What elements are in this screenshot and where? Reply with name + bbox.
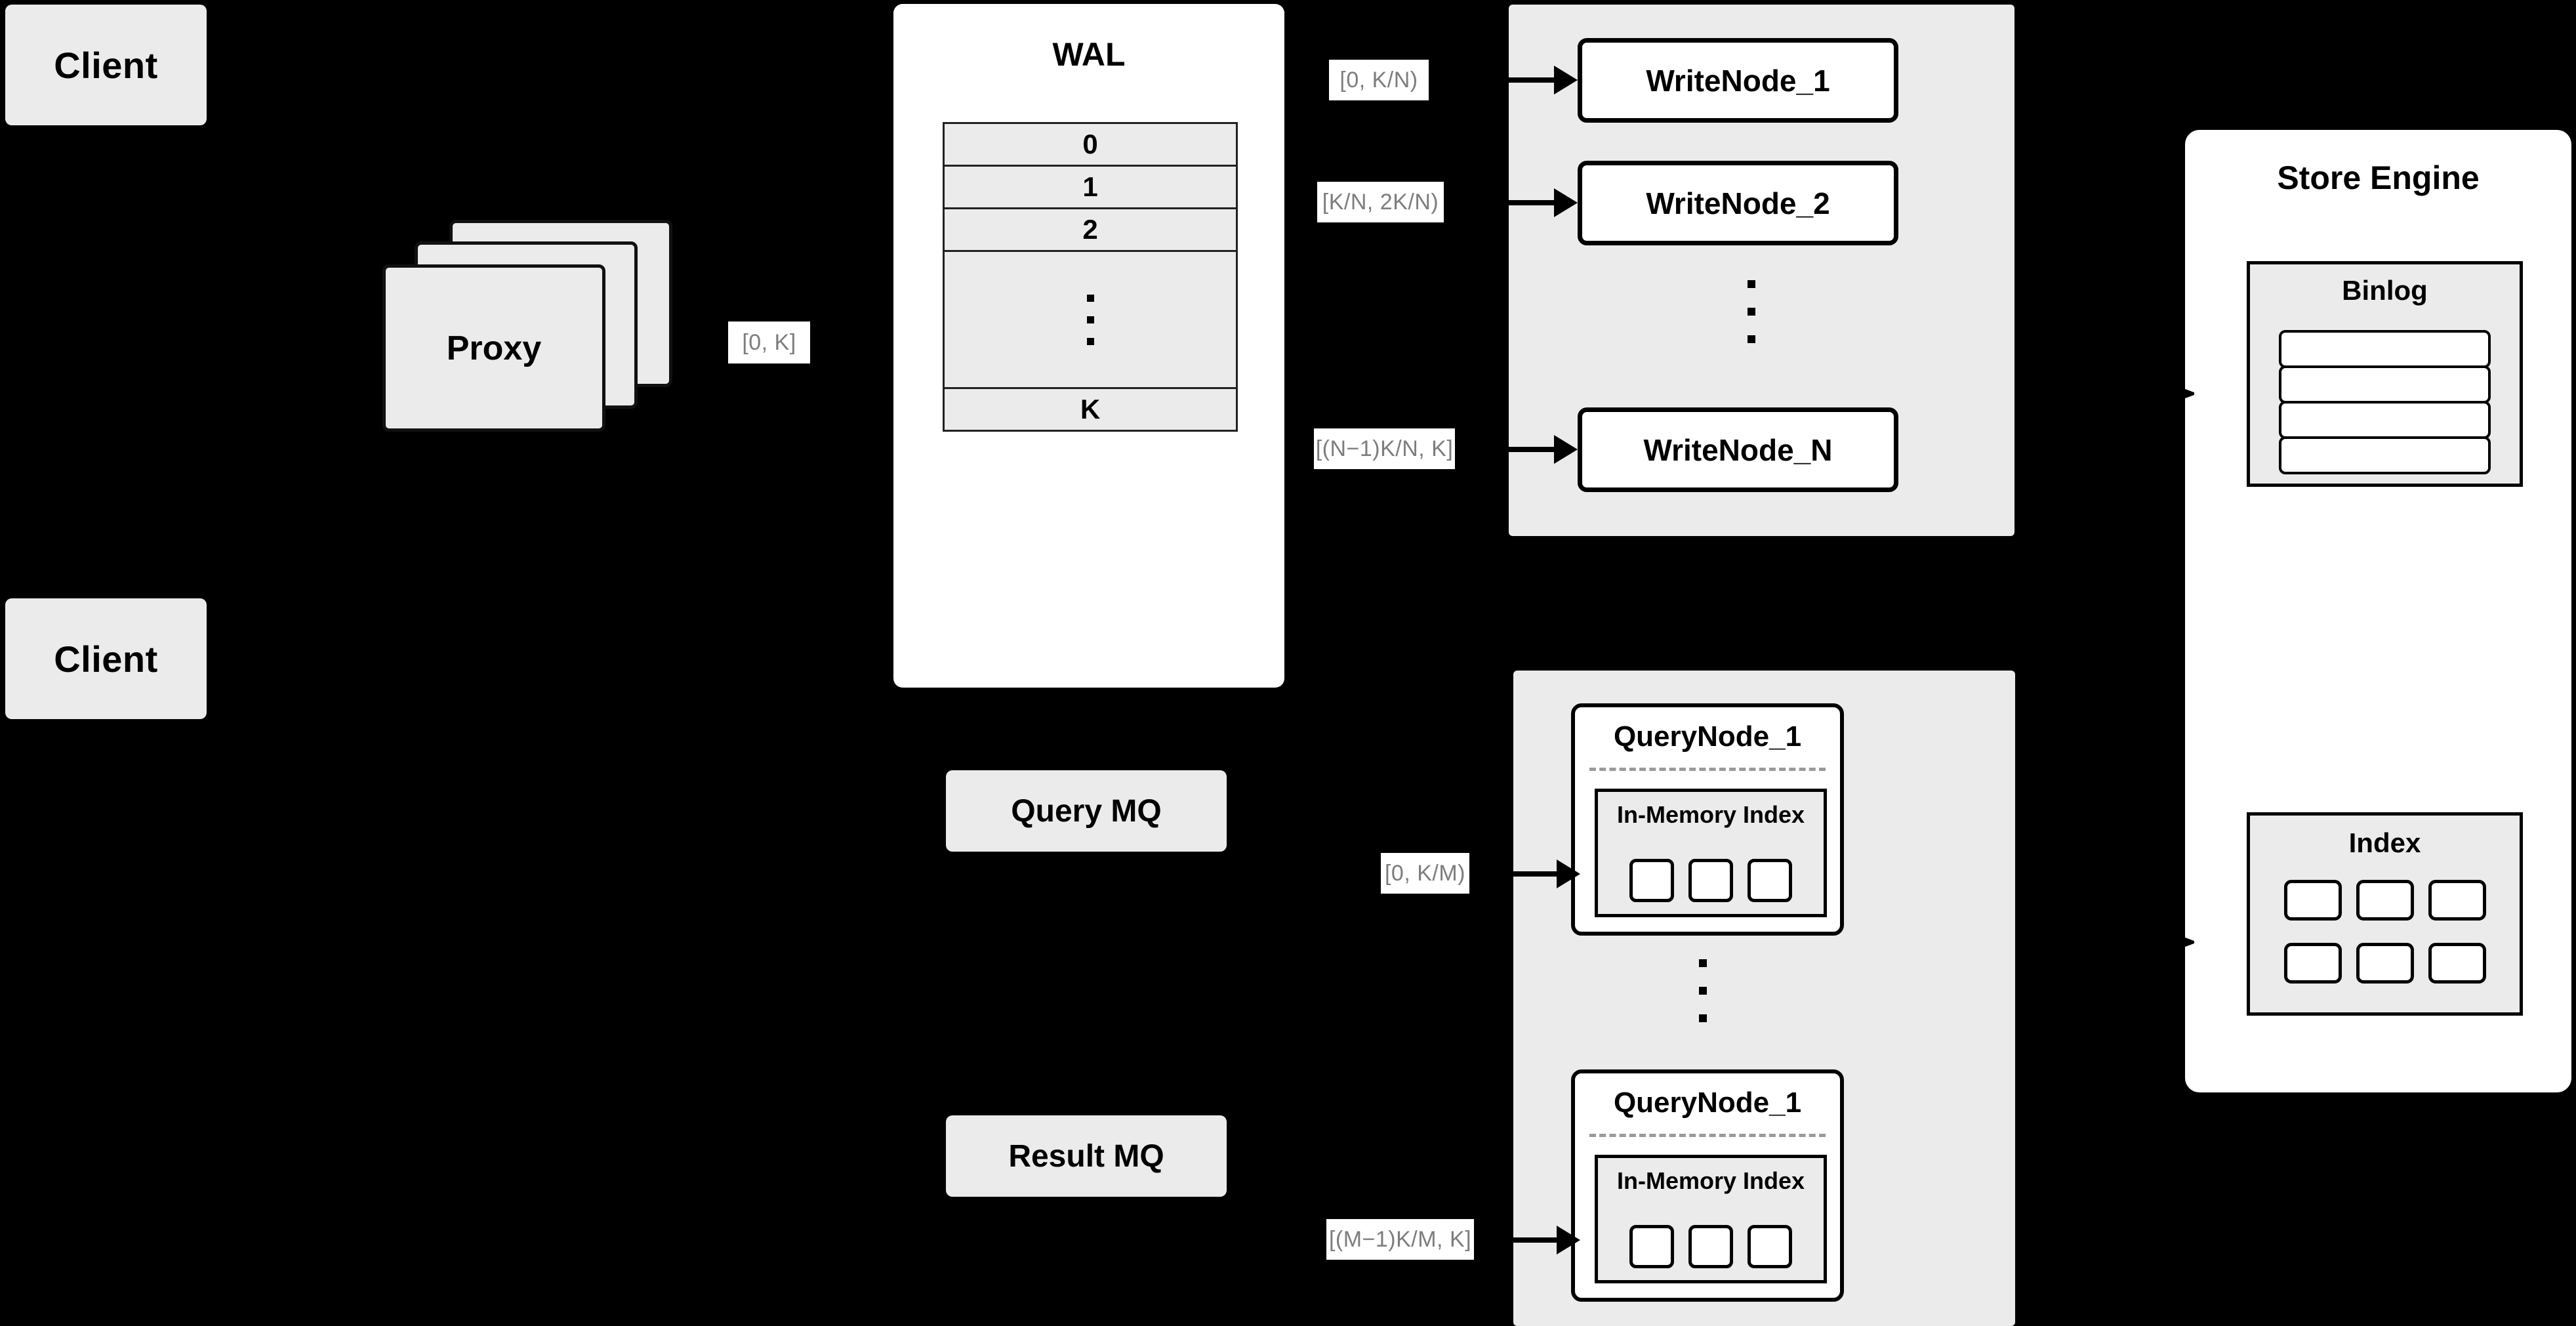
index-cell xyxy=(2356,880,2414,921)
ellipsis-dot xyxy=(1748,335,1755,343)
writenode-1-range-label: [0, K/N) xyxy=(1329,60,1429,100)
wal-row: K xyxy=(945,389,1236,432)
index-cell xyxy=(2428,880,2486,921)
querynode-cluster-group: QueryNode_1 In-Memory Index QueryNode_1 xyxy=(1513,671,2015,1326)
in-memory-index-cells xyxy=(1598,1225,1824,1268)
store-index-row xyxy=(2275,943,2495,984)
ellipsis-dot xyxy=(1086,337,1094,345)
binlog-row xyxy=(2279,365,2491,404)
wal-entry-table: 0 1 2 K xyxy=(943,122,1238,432)
arrow-head-icon xyxy=(1554,435,1578,464)
store-index-row xyxy=(2275,880,2495,921)
index-cell xyxy=(1748,1225,1792,1268)
in-memory-index-box: In-Memory Index xyxy=(1595,789,1827,917)
store-index-grid xyxy=(2275,880,2495,984)
arrow-to-binlog xyxy=(2125,379,2198,409)
ellipsis-dot xyxy=(1699,987,1707,995)
binlog-row xyxy=(2279,401,2491,439)
arrow-to-writenode-2 xyxy=(1448,200,1561,205)
index-cell xyxy=(1748,859,1792,902)
querynode-2-title: QueryNode_1 xyxy=(1613,1087,1802,1119)
arrow-to-querynode-1 xyxy=(1471,871,1563,877)
in-memory-index-title: In-Memory Index xyxy=(1616,801,1805,828)
index-cell xyxy=(1688,859,1733,902)
ellipsis-dot xyxy=(1748,280,1755,288)
arrow-to-writenode-n xyxy=(1458,447,1561,452)
ellipsis-dot xyxy=(1699,959,1707,967)
querynode-divider xyxy=(1589,1134,1826,1137)
binlog-box: Binlog xyxy=(2247,261,2523,487)
querynode-ellipsis xyxy=(1699,959,1707,1022)
binlog-row xyxy=(2279,330,2491,368)
store-engine-title: Store Engine xyxy=(2277,159,2480,196)
wal-container: WAL 0 1 2 K xyxy=(893,4,1284,688)
writenode-1-box[interactable]: WriteNode_1 xyxy=(1578,38,1898,123)
ellipsis-dot xyxy=(1086,316,1094,323)
wal-title: WAL xyxy=(1052,36,1126,73)
client-box-bottom[interactable]: Client xyxy=(5,598,207,719)
store-engine-container: Store Engine Binlog Index xyxy=(2185,130,2571,1092)
proxy-label: Proxy xyxy=(446,329,542,367)
arrow-to-querynode-2 xyxy=(1476,1237,1563,1243)
querynode-1-range-label: [0, K/M) xyxy=(1381,853,1469,894)
writenode-ellipsis xyxy=(1748,280,1755,343)
ellipsis-dot xyxy=(1748,308,1755,316)
binlog-row xyxy=(2279,436,2491,474)
arrow-to-store-index xyxy=(2125,927,2198,957)
writenode-n-range-label: [(N−1)K/N, K] xyxy=(1314,428,1455,469)
querynode-1-title: QueryNode_1 xyxy=(1613,720,1802,753)
query-mq-box[interactable]: Query MQ xyxy=(946,770,1227,852)
ellipsis-dot xyxy=(1699,1014,1707,1022)
open-arrow-head-icon xyxy=(2125,380,2198,407)
index-cell xyxy=(2428,943,2486,984)
store-index-box: Index xyxy=(2247,812,2523,1016)
index-cell xyxy=(1629,859,1674,902)
wal-row: 2 xyxy=(945,209,1236,252)
querynode-2-range-label: [(M−1)K/M, K] xyxy=(1326,1219,1474,1260)
querynode-1-card[interactable]: QueryNode_1 In-Memory Index xyxy=(1571,703,1844,936)
result-mq-box[interactable]: Result MQ xyxy=(946,1115,1227,1197)
arrow-head-icon xyxy=(1557,1226,1580,1254)
index-cell xyxy=(2356,943,2414,984)
writenode-cluster-group: WriteNode_1 WriteNode_2 WriteNode_N xyxy=(1509,5,2014,536)
in-memory-index-title: In-Memory Index xyxy=(1616,1167,1805,1194)
arrow-head-icon xyxy=(1554,66,1578,94)
store-index-title: Index xyxy=(2348,827,2421,858)
ellipsis-dot xyxy=(1086,294,1094,302)
querynode-divider xyxy=(1589,768,1826,771)
client-label: Client xyxy=(54,638,158,680)
arrow-to-writenode-1 xyxy=(1433,77,1561,83)
index-cell xyxy=(2283,943,2342,984)
index-cell xyxy=(2283,880,2342,921)
index-cell xyxy=(1629,1225,1674,1268)
client-label: Client xyxy=(54,44,158,86)
arrow-head-icon xyxy=(1557,860,1580,888)
in-memory-index-box: In-Memory Index xyxy=(1595,1155,1827,1283)
writenode-n-box[interactable]: WriteNode_N xyxy=(1578,407,1898,492)
client-box-top[interactable]: Client xyxy=(5,5,207,125)
arrow-head-icon xyxy=(1554,188,1578,217)
proxy-range-label: [0, K] xyxy=(728,321,810,363)
index-cell xyxy=(1688,1225,1733,1268)
wal-row: 1 xyxy=(945,167,1236,209)
in-memory-index-cells xyxy=(1598,859,1824,902)
writenode-2-box[interactable]: WriteNode_2 xyxy=(1578,161,1898,245)
wal-row: 0 xyxy=(945,124,1236,167)
writenode-2-range-label: [K/N, 2K/N) xyxy=(1317,182,1444,222)
wal-row-ellipsis xyxy=(945,252,1236,389)
proxy-box[interactable]: Proxy xyxy=(382,264,605,432)
querynode-2-card[interactable]: QueryNode_1 In-Memory Index xyxy=(1571,1069,1844,1302)
binlog-rows xyxy=(2279,330,2491,474)
open-arrow-head-icon xyxy=(2125,928,2198,956)
binlog-title: Binlog xyxy=(2342,275,2428,306)
